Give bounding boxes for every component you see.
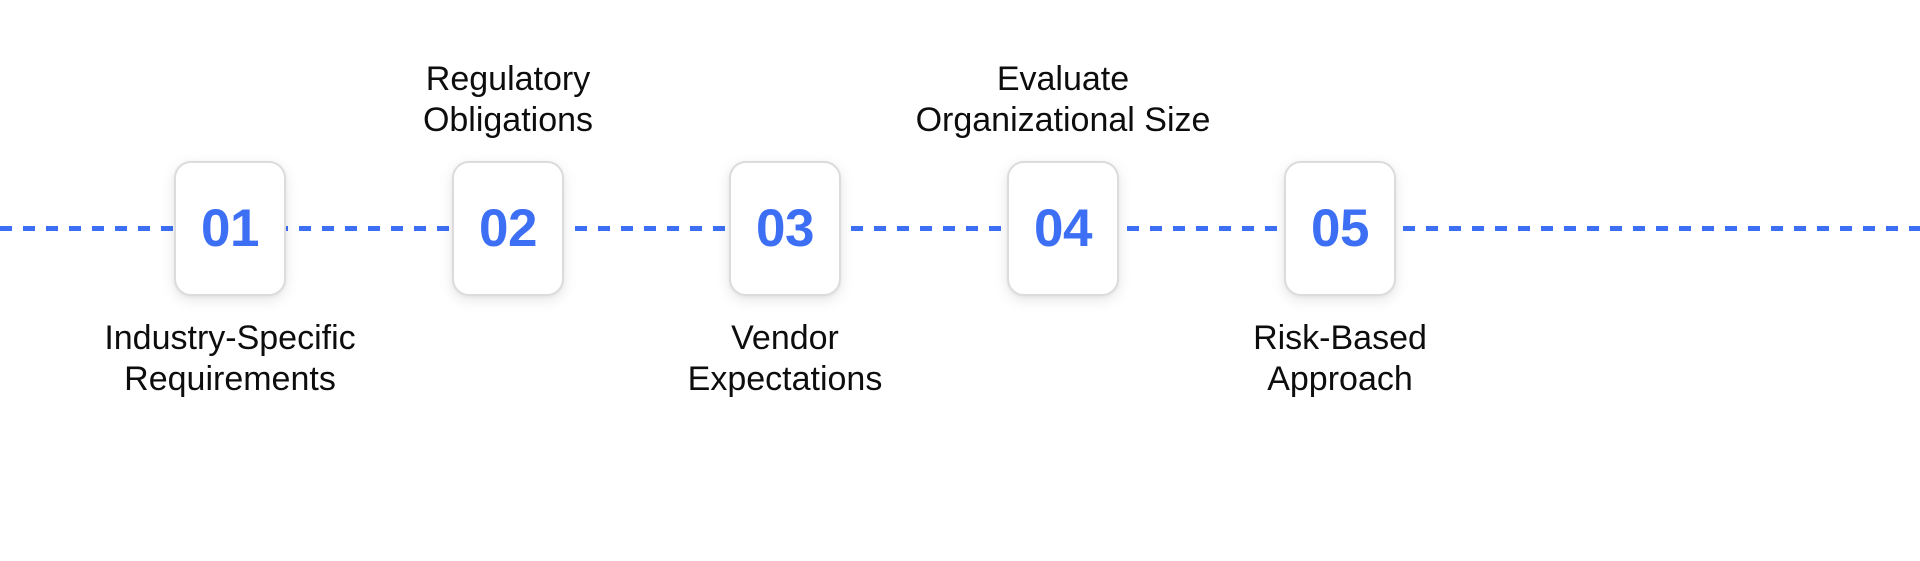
step-number-card[interactable]: 02 [452,161,564,296]
step-number-text: 03 [756,199,814,258]
step-label: Regulatory Obligations [422,60,594,140]
timeline-step: 02 Regulatory Obligations [308,0,708,561]
step-number-card[interactable]: 04 [1007,161,1119,296]
step-number-text: 01 [201,199,259,258]
step-label: Industry-Specific Requirements [104,319,356,398]
step-number-text: 04 [1034,199,1092,258]
step-label: Evaluate Organizational Size [915,60,1211,140]
step-number-card[interactable]: 01 [174,161,286,296]
step-number-text: 05 [1311,199,1369,258]
step-number-card[interactable]: 05 [1284,161,1396,296]
step-number-card[interactable]: 03 [729,161,841,296]
step-label: Vendor Expectations [687,319,883,398]
step-label: Risk-Based Approach [1253,319,1427,398]
timeline-connector-line [0,226,1920,231]
timeline-step: 04 Evaluate Organizational Size [863,0,1263,561]
step-number-text: 02 [479,199,537,258]
